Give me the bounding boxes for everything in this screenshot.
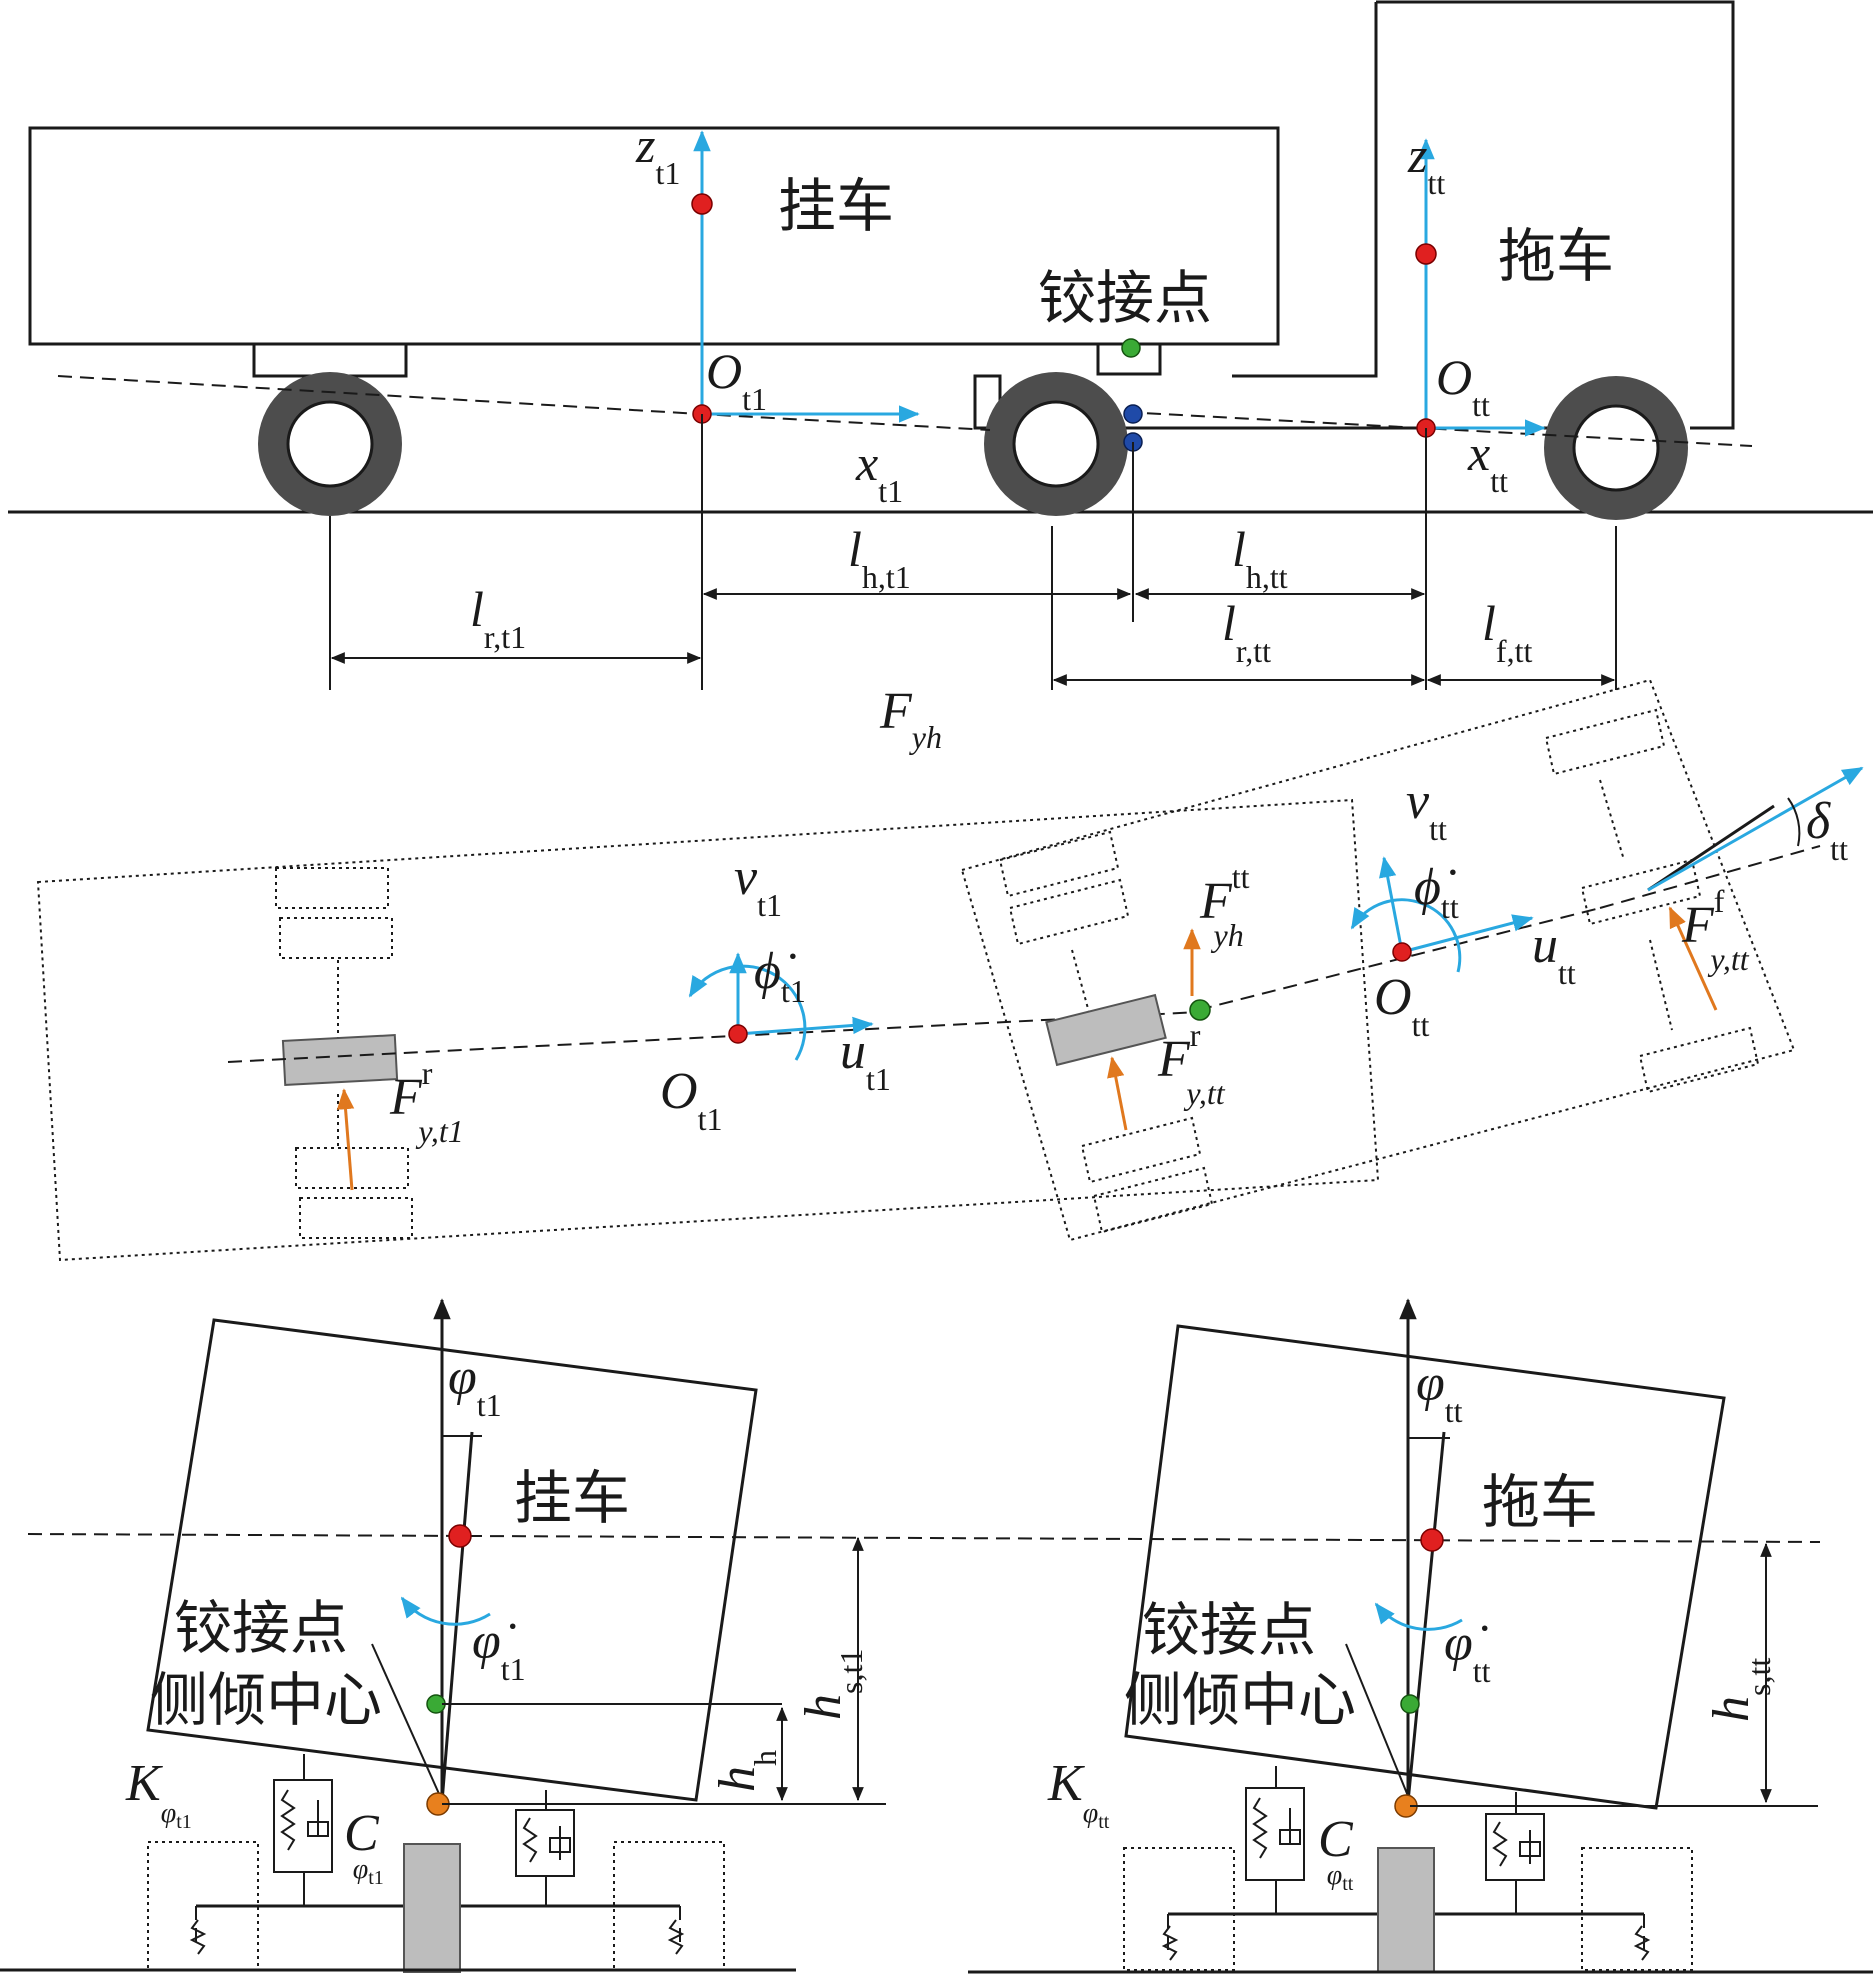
label-z-tt: ztt bbox=[1407, 127, 1445, 201]
trailer-rear-axle-bracket bbox=[252, 342, 408, 378]
label-phidot-tt: ϕ̇tt bbox=[1414, 859, 1459, 925]
trailer-rear-hitch-label: 铰接点 bbox=[174, 1594, 348, 1662]
label-phidot-tt-rear: φ̇tt bbox=[1444, 1615, 1491, 1689]
label-u-t1: ut1 bbox=[840, 1023, 891, 1097]
tractor-rear-hitch-label: 铰接点 bbox=[1142, 1596, 1316, 1664]
trailer-rear-axle-post bbox=[403, 1843, 461, 1973]
label-l-h-tt: lh,tt bbox=[1232, 521, 1288, 595]
trailer-rear-body bbox=[146, 1318, 758, 1802]
trailer-label: 挂车 bbox=[778, 172, 894, 240]
label-h-s-tt: hs,tt bbox=[1703, 1658, 1777, 1722]
label-O-tt-top: Ott bbox=[1374, 969, 1429, 1043]
label-v-t1: vt1 bbox=[734, 849, 782, 923]
side-view: 挂车 拖车 铰接点 zt1 Ot1 xt1 ztt Ott xtt lh,t1 … bbox=[8, 0, 1873, 690]
trailer-cg-dot bbox=[691, 193, 713, 215]
label-O-t1: Ot1 bbox=[706, 343, 767, 417]
label-K-t1: Kφt1 bbox=[125, 1755, 192, 1833]
tractor-rear-axle-post bbox=[1377, 1847, 1435, 1973]
label-u-tt: utt bbox=[1532, 917, 1576, 991]
label-x-tt: xtt bbox=[1467, 425, 1508, 499]
label-h-h: hh bbox=[709, 1750, 783, 1792]
label-l-r-t1: lr,t1 bbox=[470, 581, 526, 655]
top-view: Fyh bbox=[36, 678, 1864, 1262]
tractor-body bbox=[973, 0, 1735, 430]
tractor-rear-cg bbox=[1420, 1528, 1444, 1552]
label-phidot-t1: ϕ̇t1 bbox=[754, 943, 806, 1009]
tractor-front-wheel bbox=[1544, 376, 1688, 520]
label-l-f-tt: lf,tt bbox=[1482, 595, 1532, 669]
label-z-t1: zt1 bbox=[635, 117, 680, 191]
hitch-point-dot bbox=[1121, 338, 1141, 358]
label-l-r-tt: lr,tt bbox=[1222, 595, 1271, 669]
tractor-roll-center-label: 侧倾中心 bbox=[1124, 1666, 1356, 1734]
top-hitch-dot bbox=[1189, 999, 1211, 1021]
trailer-rear-label: 挂车 bbox=[514, 1464, 630, 1532]
label-O-t1-top: Ot1 bbox=[660, 1063, 722, 1137]
joint-dot-upper bbox=[1123, 404, 1143, 424]
tractor-label: 拖车 bbox=[1498, 222, 1614, 290]
label-O-tt: Ott bbox=[1436, 349, 1490, 423]
trailer-top-origin-dot bbox=[728, 1024, 748, 1044]
tractor-rear-wheel bbox=[984, 372, 1128, 516]
trailer-roll-center-label: 侧倾中心 bbox=[150, 1666, 382, 1734]
tractor-rear-axle bbox=[1045, 993, 1167, 1067]
side-centre-line bbox=[57, 375, 991, 431]
tractor-rear-hitch bbox=[1400, 1694, 1420, 1714]
label-K-tt: Kφtt bbox=[1047, 1755, 1110, 1833]
label-phi-t1: φt1 bbox=[448, 1349, 502, 1423]
tractor-rear-label: 拖车 bbox=[1482, 1468, 1598, 1536]
tractor-rear-body bbox=[1124, 1324, 1726, 1810]
label-phi-tt: φtt bbox=[1416, 1355, 1463, 1429]
label-l-h-t1: lh,t1 bbox=[848, 521, 911, 595]
tractor-top-outline bbox=[960, 678, 1796, 1242]
trailer-body bbox=[28, 126, 1280, 346]
label-v-tt: vtt bbox=[1406, 773, 1447, 847]
label-delta-tt: δtt bbox=[1806, 793, 1848, 867]
label-phidot-t1-rear: φ̇t1 bbox=[472, 1613, 526, 1687]
label-F-yh: Fyh bbox=[879, 683, 942, 755]
trailer-rear-axle bbox=[281, 1034, 399, 1086]
trailer-top-outline bbox=[36, 798, 1380, 1262]
trailer-rear-wheel bbox=[258, 372, 402, 516]
hitch-label: 铰接点 bbox=[1038, 264, 1212, 332]
tractor-top-origin-dot bbox=[1392, 942, 1412, 962]
tractor-cg-dot bbox=[1415, 243, 1437, 265]
label-h-s-t1: hs,t1 bbox=[795, 1649, 869, 1720]
trailer-rear-cg bbox=[448, 1524, 472, 1548]
label-x-t1: xt1 bbox=[855, 435, 903, 509]
